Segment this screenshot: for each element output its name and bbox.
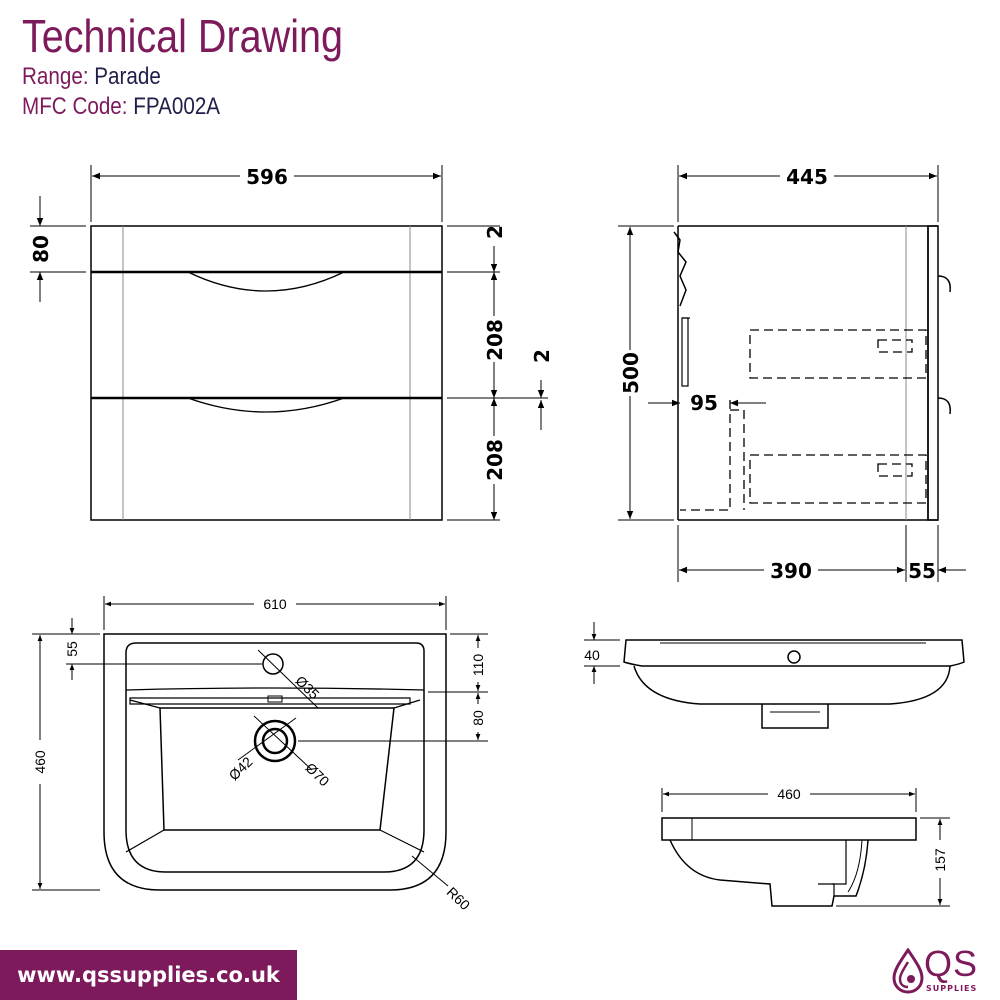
front-width-label: 596 bbox=[246, 165, 288, 189]
basin-plan-view bbox=[32, 596, 488, 891]
website-link[interactable]: www.qssupplies.co.uk bbox=[17, 963, 280, 987]
logo-text: QS bbox=[924, 943, 979, 984]
front-gap-lower-label: 2 bbox=[530, 349, 554, 363]
front-gap-upper-label: 2 bbox=[483, 225, 507, 239]
basin-front-elevation bbox=[584, 622, 965, 729]
technical-drawing: 596 80 2 208 2 208 bbox=[29, 165, 966, 913]
side-depth-label: 445 bbox=[786, 165, 828, 189]
basin-width-label: 610 bbox=[263, 596, 287, 612]
side-height-label: 500 bbox=[619, 352, 643, 394]
basin-side-depth-label: 460 bbox=[777, 786, 801, 802]
side-waste-offset-label: 95 bbox=[690, 391, 718, 415]
front-drawer-upper-label: 208 bbox=[483, 319, 507, 361]
range-label: Range: bbox=[22, 63, 89, 90]
basin-waste-offset-label: 80 bbox=[470, 710, 486, 726]
basin-side-height-label: 157 bbox=[932, 848, 948, 872]
basin-waste-inner-label: Ø42 bbox=[225, 753, 255, 783]
side-view bbox=[618, 165, 966, 582]
basin-back-ledge-label: 110 bbox=[470, 654, 486, 677]
header: Technical Drawing Range: Parade MFC Code… bbox=[22, 10, 395, 122]
qs-supplies-logo: QS SUPPLIES bbox=[890, 944, 996, 996]
logo-subtext: SUPPLIES bbox=[926, 984, 978, 993]
side-body-depth-label: 390 bbox=[770, 559, 812, 583]
range-value: Parade bbox=[94, 63, 161, 90]
code-label: MFC Code: bbox=[22, 93, 128, 120]
page-title: Technical Drawing bbox=[22, 10, 344, 62]
front-top-gap-label: 80 bbox=[29, 235, 53, 263]
front-drawer-lower-label: 208 bbox=[483, 439, 507, 481]
basin-waste-outer-label: Ø70 bbox=[302, 759, 332, 789]
basin-tap-offset-label: 55 bbox=[64, 641, 80, 657]
code-line: MFC Code: FPA002A bbox=[22, 92, 343, 122]
side-front-depth-label: 55 bbox=[908, 559, 936, 583]
website-banner[interactable]: www.qssupplies.co.uk bbox=[0, 950, 297, 1000]
droplet-icon bbox=[892, 948, 924, 994]
basin-corner-radius-label: R60 bbox=[444, 884, 474, 913]
basin-rim-height-label: 40 bbox=[584, 647, 600, 663]
code-value: FPA002A bbox=[133, 93, 221, 120]
range-line: Range: Parade bbox=[22, 62, 343, 92]
basin-depth-label: 460 bbox=[32, 750, 48, 774]
basin-side-elevation bbox=[661, 788, 950, 907]
front-view bbox=[30, 165, 548, 521]
